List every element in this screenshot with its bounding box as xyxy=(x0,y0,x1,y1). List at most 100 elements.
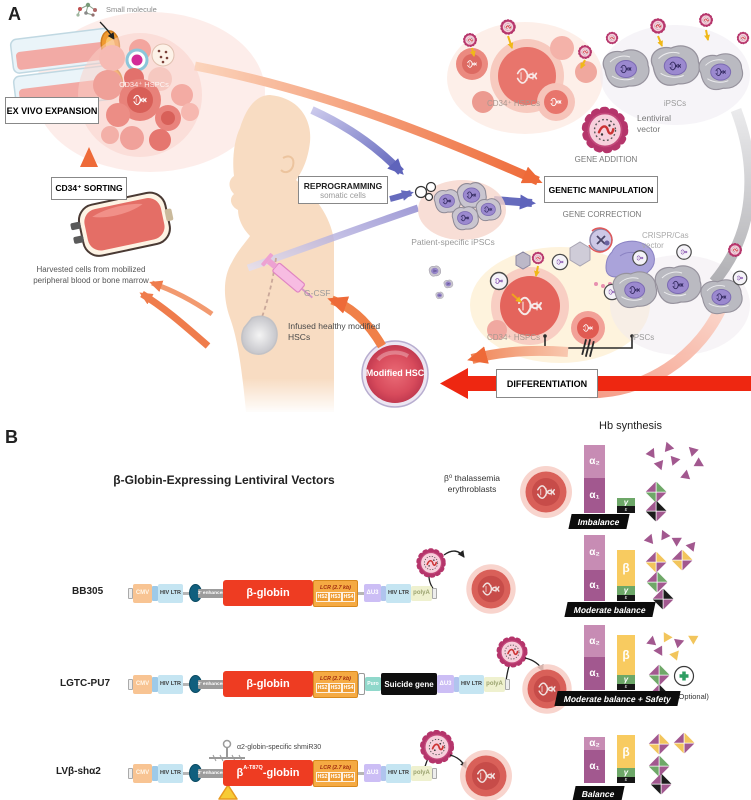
small-molecule-label: Small molecule xyxy=(106,5,157,14)
t87q-sup: A-T87Q xyxy=(243,765,263,772)
harvested-cells-label: Harvested cells from mobilized periphera… xyxy=(33,265,149,285)
infused-hscs-label: Infused healthy modified HSCs xyxy=(288,321,381,343)
suicide-gene-segment: Suicide gene xyxy=(381,673,437,695)
balance-label-bb305: Moderate balance xyxy=(564,602,656,617)
reprogramming-label: REPROGRAMMING xyxy=(303,180,383,191)
lentiviral-vector-icon xyxy=(586,111,625,150)
t87q-marker-triangle xyxy=(218,784,238,800)
hs3-box: HS3 xyxy=(329,591,342,602)
optional-label: (Optional) xyxy=(676,692,709,701)
du3-segment: ΔU3 xyxy=(437,675,454,693)
crispr-line1: CRISPR/Cas xyxy=(642,231,689,240)
somatic-cells-label: somatic cells xyxy=(320,190,366,200)
gcsf-syringe-icon xyxy=(261,253,314,299)
beta-bar: β xyxy=(617,635,635,675)
alpha1-bar: α₁ xyxy=(584,478,605,513)
lcr-label: LCR (2.7 kb) xyxy=(320,584,351,591)
body-to-reprogramming-arrow xyxy=(310,106,404,175)
alpha1-bar: α₁ xyxy=(584,750,605,783)
hspc-cluster-illustration xyxy=(78,33,202,157)
thal-line2: erythroblasts xyxy=(447,484,497,495)
imbalance-globin-icons xyxy=(645,440,707,522)
alpha2-bar: α₂ xyxy=(584,445,605,478)
hspcs-bottom-label: CD34⁺ HSPCs xyxy=(487,333,541,342)
hiv-ltr-segment: HIV LTR xyxy=(158,674,183,694)
differentiation-barrier-icon xyxy=(543,334,634,357)
gamma-bar: γ xyxy=(617,675,635,684)
hiv-ltr-segment: HIV LTR xyxy=(158,583,183,603)
cd34-sorting-box: CD34⁺ SORTING xyxy=(51,177,127,200)
gamma-bar: γ xyxy=(617,586,635,595)
hb-bars-lvb: α₂ α₁ β γ ε xyxy=(584,735,635,783)
shmir-label: α2-globin-specific shmiR30 xyxy=(237,744,322,751)
small-molecule-icon xyxy=(76,2,97,17)
construct-end-cap xyxy=(128,587,133,599)
lvb-globin-icons xyxy=(648,732,695,795)
alpha1-bar: α₁ xyxy=(584,570,605,601)
hs2-box: HS2 xyxy=(316,591,329,602)
hb-bars-bb305: α₂ α₁ β γ ε xyxy=(584,535,635,601)
crispr-line2: vector xyxy=(642,241,664,250)
ltr-sliver xyxy=(152,585,158,601)
small-molecule-arrow xyxy=(99,21,115,40)
enhancer-segment: 3' enhancer xyxy=(189,583,225,603)
catheter-line xyxy=(261,257,277,318)
beta-globin-segment: β-globin xyxy=(223,671,313,697)
t87q-base: β xyxy=(236,767,244,779)
hs4-box: HS4 xyxy=(342,591,355,602)
lgtc-pu7-construct: CMV HIV LTR 3' enhancer β-globin LCR (2.… xyxy=(128,667,510,701)
lentiviral-line2: vector xyxy=(637,123,661,134)
hiv-ltr-segment: HIV LTR xyxy=(459,674,484,694)
hiv-ltr-segment: HIV LTR xyxy=(158,763,183,783)
enhancer-segment: 3' enhancer xyxy=(189,763,224,783)
infusion-arrow xyxy=(327,295,386,349)
differentiation-arrow-head xyxy=(440,368,468,399)
hspcs-modified-bottom xyxy=(487,251,620,345)
patient-ipsc-cluster xyxy=(414,180,506,299)
hiv-ltr-segment: HIV LTR xyxy=(386,763,411,783)
reprogramming-to-ipsc-arrow xyxy=(389,190,414,202)
alpha1-bar: α₁ xyxy=(584,657,605,690)
du3-segment: ΔU3 xyxy=(364,584,381,602)
reprogramming-box: REPROGRAMMING somatic cells xyxy=(298,176,388,204)
differentiation-box: DIFFERENTIATION xyxy=(496,369,598,398)
balance-label-lvb: Balance xyxy=(572,786,625,800)
harvest-arrow-2 xyxy=(149,280,214,317)
crispr-vector-label: CRISPR/Cas vector xyxy=(642,231,702,251)
cmv-segment: CMV xyxy=(133,763,152,783)
panel-a-label: A xyxy=(8,4,21,24)
du3-segment: ΔU3 xyxy=(364,764,381,782)
hip-organ-icon xyxy=(241,315,278,355)
balance-label-lgtc: Moderate balance + Safety xyxy=(554,691,681,706)
cmv-segment: CMV xyxy=(133,674,152,694)
hiv-ltr-segment: HIV LTR xyxy=(386,583,411,603)
vector-name-lvb: LVβ-shα2 xyxy=(56,766,101,777)
epsilon-bar: ε xyxy=(617,506,635,513)
beta-globin-segment: β-globin xyxy=(223,580,313,606)
hb-bars-lgtc: α₂ α₁ β γ ε xyxy=(584,625,635,690)
cd34-sorting-label: CD34⁺ SORTING xyxy=(55,183,123,193)
ipscs-transduced-top xyxy=(603,13,750,89)
epsilon-bar: ε xyxy=(617,684,635,690)
alpha2-bar: α₂ xyxy=(584,535,605,570)
gamma-bar: γ xyxy=(617,498,635,506)
ex-vivo-expansion-label: EX VIVO EXPANSION xyxy=(6,105,98,116)
vector-name-lgtc: LGTC-PU7 xyxy=(60,678,110,689)
polya-segment: polyA xyxy=(411,765,432,781)
cells-to-differentiation-swoosh xyxy=(587,293,732,399)
patient-ipscs-label: Patient-specific iPSCs xyxy=(411,237,495,247)
hb-bars-thal: α₂ α₁ γ ε xyxy=(584,445,635,513)
enhancer-label: 3' enhancer xyxy=(197,589,225,598)
lentiviral-vector-label: Lentiviral vector xyxy=(637,113,697,134)
crispr-cas-illustration xyxy=(569,227,655,288)
thalassemia-label: β⁰ thalassemia erythroblasts xyxy=(432,473,512,495)
lentiviral-line1: Lentiviral xyxy=(637,113,672,123)
beta-bar: β xyxy=(617,735,635,768)
epsilon-bar: ε xyxy=(617,777,635,783)
